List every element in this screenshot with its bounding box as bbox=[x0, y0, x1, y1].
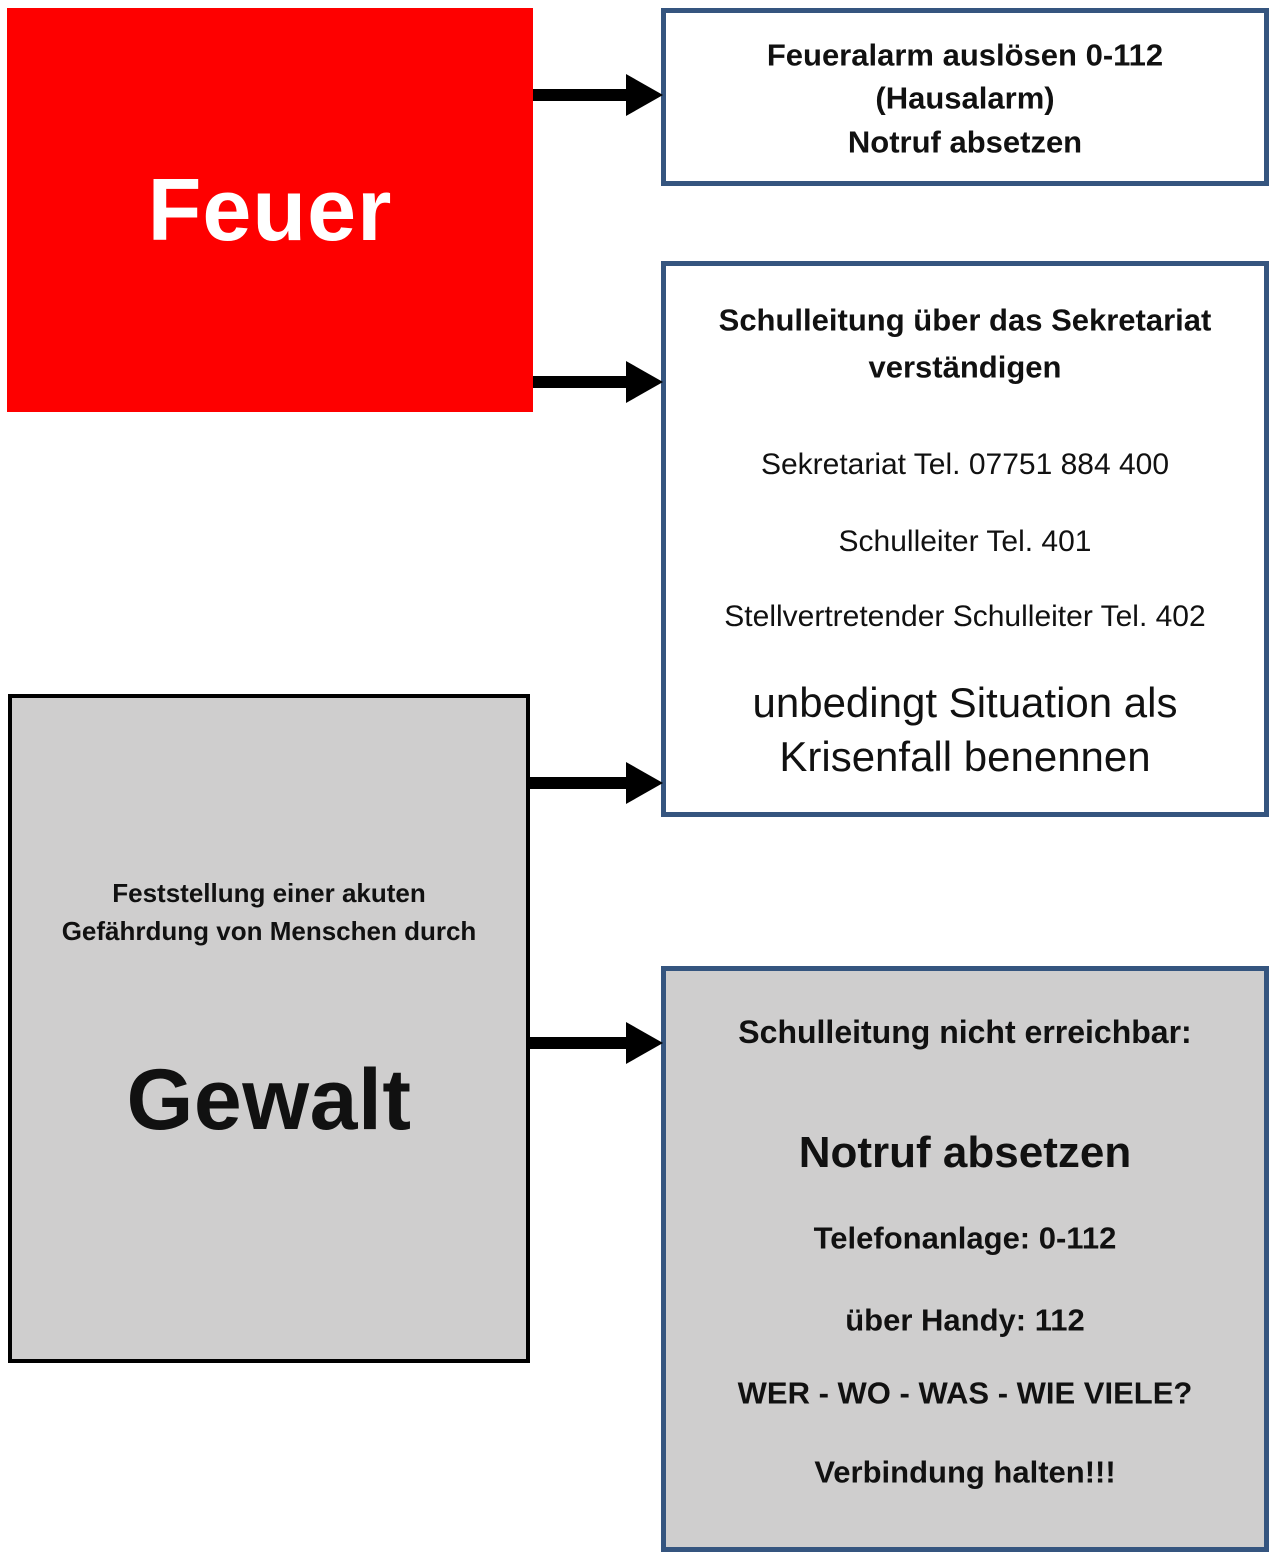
emergency-line-questions: WER - WO - WAS - WIE VIELE? bbox=[737, 1375, 1193, 1411]
emergency-heading: Schulleitung nicht erreichbar: bbox=[738, 1014, 1192, 1050]
fire-alarm-line-2: (Hausalarm) bbox=[875, 80, 1055, 116]
contact-sekretariat: Sekretariat Tel. 07751 884 400 bbox=[760, 448, 1170, 481]
fire-alarm-line-3: Notruf absetzen bbox=[847, 124, 1083, 160]
violence-intro-line-2: Gefährdung von Menschen durch bbox=[61, 916, 477, 946]
emergency-call-box: Schulleitung nicht erreichbar: Notruf ab… bbox=[661, 966, 1269, 1552]
contact-stellvertreter: Stellvertretender Schulleiter Tel. 402 bbox=[724, 600, 1206, 633]
arrow-fire-to-leadership bbox=[533, 361, 663, 403]
arrow-shaft bbox=[533, 376, 629, 388]
arrow-shaft bbox=[530, 777, 629, 789]
leadership-heading-line-2: verständigen bbox=[868, 349, 1062, 385]
crisis-emphasis-line-1: unbedingt Situation als bbox=[752, 679, 1178, 726]
arrow-shaft bbox=[530, 1037, 629, 1049]
emergency-line-telefonanlage: Telefonanlage: 0-112 bbox=[813, 1220, 1117, 1256]
fire-box-label: Feuer bbox=[147, 160, 393, 259]
arrow-head-icon bbox=[626, 1022, 663, 1064]
violence-box-label: Gewalt bbox=[126, 1052, 412, 1148]
emergency-line-verbindung: Verbindung halten!!! bbox=[814, 1454, 1116, 1490]
school-leadership-box: Schulleitung über das Sekretariat verstä… bbox=[661, 261, 1269, 817]
contact-schulleiter: Schulleiter Tel. 401 bbox=[838, 525, 1092, 558]
emergency-title: Notruf absetzen bbox=[798, 1128, 1132, 1177]
violence-box: Feststellung einer akuten Gefährdung von… bbox=[8, 694, 530, 1363]
fire-box: Feuer bbox=[7, 8, 533, 412]
arrow-shaft bbox=[533, 89, 629, 101]
arrow-head-icon bbox=[626, 361, 663, 403]
leadership-heading-line-1: Schulleitung über das Sekretariat bbox=[718, 302, 1212, 338]
fire-alarm-box: Feueralarm auslösen 0-112 (Hausalarm) No… bbox=[661, 8, 1269, 186]
arrow-violence-to-leadership bbox=[530, 762, 663, 804]
emergency-line-handy: über Handy: 112 bbox=[845, 1302, 1085, 1338]
arrow-violence-to-emergency bbox=[530, 1022, 663, 1064]
arrow-fire-to-alarm bbox=[533, 74, 663, 116]
crisis-emphasis-line-2: Krisenfall benennen bbox=[779, 733, 1151, 780]
fire-alarm-line-1: Feueralarm auslösen 0-112 bbox=[766, 37, 1164, 73]
arrow-head-icon bbox=[626, 74, 663, 116]
violence-intro-line-1: Feststellung einer akuten bbox=[112, 878, 426, 908]
arrow-head-icon bbox=[626, 762, 663, 804]
